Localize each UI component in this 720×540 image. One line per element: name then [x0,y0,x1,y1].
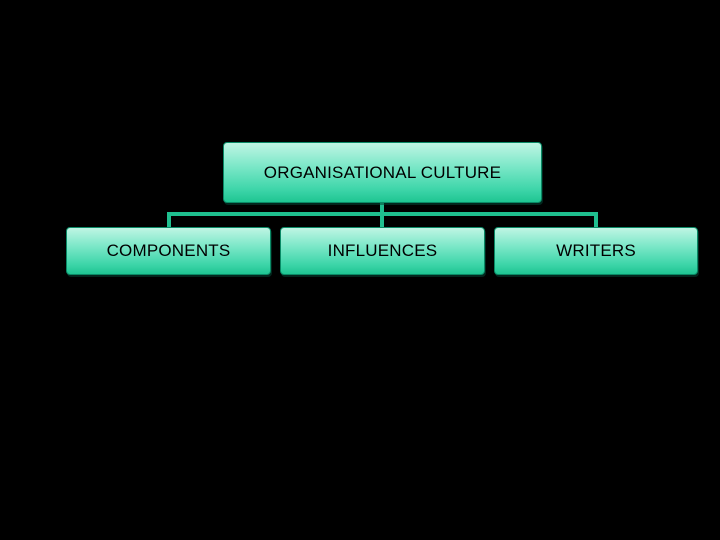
connector-root-down [380,203,384,214]
connector-writers [594,212,598,228]
child-node-components: COMPONENTS [66,227,271,275]
child-node-writers: WRITERS [494,227,698,275]
child-node-label: COMPONENTS [106,241,231,260]
child-node-label: INFLUENCES [327,241,438,260]
root-node-label: ORGANISATIONAL CULTURE [263,162,502,182]
connector-influences [380,212,384,228]
child-node-label: WRITERS [556,241,636,260]
connector-components [167,212,171,228]
root-node-organisational-culture: ORGANISATIONAL CULTURE [223,142,542,203]
child-node-influences: INFLUENCES [280,227,485,275]
